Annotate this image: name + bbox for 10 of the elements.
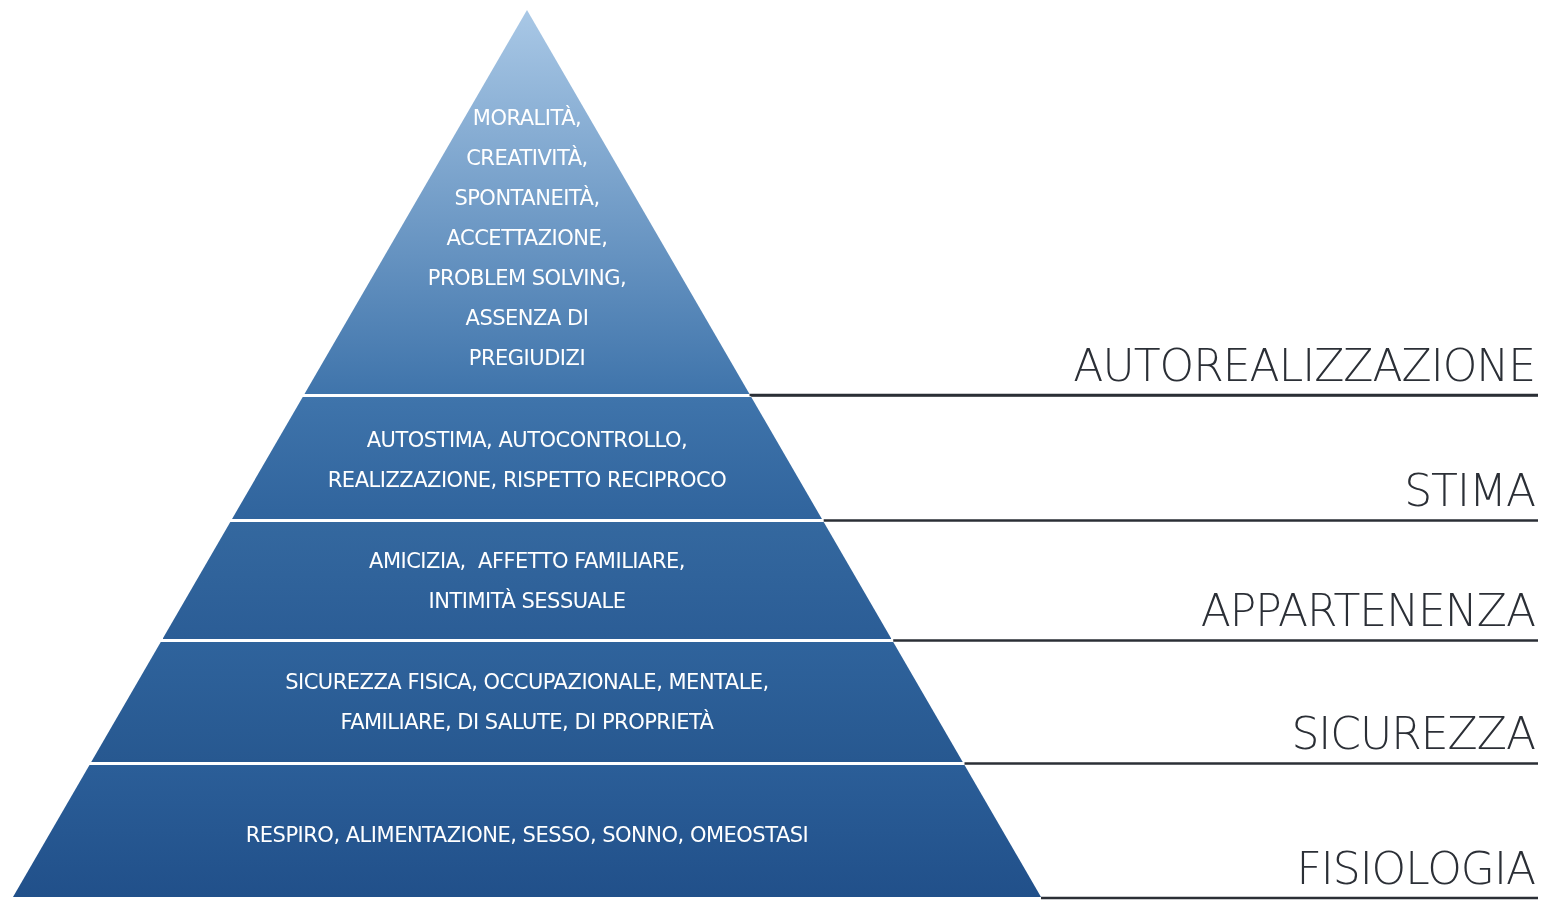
level-label: SICUREZZA bbox=[1291, 708, 1535, 760]
level-label: APPARTENENZA bbox=[1200, 585, 1535, 637]
level-description: MORALITÀ, CREATIVITÀ, SPONTANEITÀ, ACCETTAZIONE, PROBLEM SOLVING, ASSENZA DI PREGIUDIZI bbox=[427, 104, 627, 372]
level-label: STIMA bbox=[1404, 465, 1535, 517]
level-description: AMICIZIA, AFFETTO FAMILIARE, INTIMITÀ SESSUALE bbox=[368, 547, 686, 615]
level-description: RESPIRO, ALIMENTAZIONE, SESSO, SONNO, OMEOSTASI bbox=[245, 822, 809, 849]
level-label: AUTOREALIZZAZIONE bbox=[1073, 340, 1535, 392]
level-description: SICUREZZA FISICA, OCCUPAZIONALE, MENTALE, FAMILIARE, DI SALUTE, DI PROPRIETÀ bbox=[284, 669, 770, 736]
level-description: AUTOSTIMA, AUTOCONTROLLO, REALIZZAZIONE, RISPETTO RECIPROCO bbox=[326, 427, 728, 494]
level-label: FISIOLOGIA bbox=[1296, 843, 1535, 895]
